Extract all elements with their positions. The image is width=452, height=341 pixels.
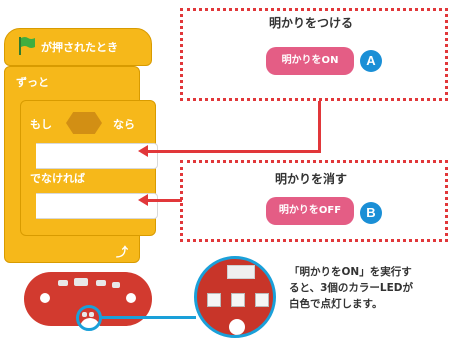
description-line-2: ると、3個のカラーLEDが [289,282,413,294]
arrow-b-head [138,194,148,206]
description-line-3: 白色で点灯します。 [289,298,383,310]
else-label: でなければ [30,172,85,185]
green-flag-icon [19,37,35,55]
highlight-ring [76,305,102,331]
board-component [112,282,120,288]
zoom-hole [229,319,245,335]
arrow-a-horizontal [148,150,321,153]
board-mount-hole-left [40,293,50,303]
board-component [58,280,68,286]
arrow-a-head [138,145,148,157]
board-component [74,278,88,286]
callout-a-badge: A [360,50,382,72]
description-text: 「明かりをON」を実行す ると、3個のカラーLEDが 白色で点灯します。 [289,264,449,312]
arrow-a-vertical [318,101,321,153]
when-flag-clicked-block[interactable]: が押されたとき [4,28,152,66]
zoom-component [227,265,255,279]
callout-a-title: 明かりをつける [268,16,353,30]
if-label: もし [30,118,52,131]
description-line-1: 「明かりをON」を実行す [289,266,412,278]
arrow-b-horizontal [148,199,182,202]
zoomed-led-view [194,256,276,338]
then-branch-slot[interactable] [36,143,158,169]
loop-arrow-icon: ⤴ [116,245,129,259]
color-led-1 [207,293,221,307]
callout-b-badge: B [360,202,382,224]
board-mount-hole-right [126,293,136,303]
callout-b-box [180,160,448,242]
color-led-3 [255,293,269,307]
callout-b-title: 明かりを消す [274,172,347,186]
board-component [96,280,106,286]
else-branch-slot[interactable] [36,193,158,219]
then-label: なら [113,118,135,131]
forever-label: ずっと [16,76,49,89]
color-led-2 [231,293,245,307]
event-label: が押されたとき [41,41,118,54]
light-on-block[interactable]: 明かりをON [266,47,354,75]
light-off-block[interactable]: 明かりをOFF [266,197,354,225]
condition-slot[interactable] [66,112,102,134]
zoom-connector-line [100,316,196,319]
